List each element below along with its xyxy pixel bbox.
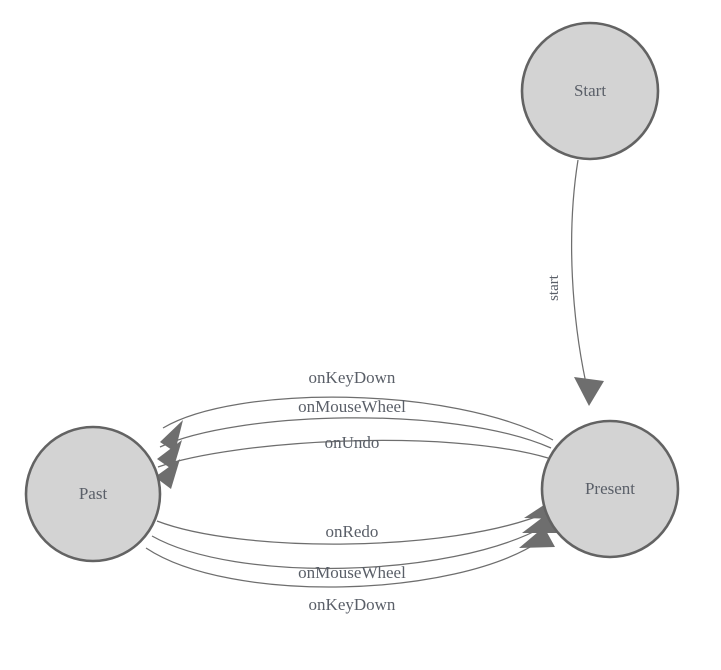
edge-onredo-path — [156, 512, 547, 545]
node-present-circle — [540, 419, 680, 559]
edge-onkeydown-up-label: onKeyDown — [309, 368, 396, 387]
edge-onundo-path — [157, 439, 549, 468]
node-past[interactable]: Past — [24, 425, 162, 563]
edge-onkeydown-dn-label: onKeyDown — [309, 595, 396, 614]
edge-onmousewheel-up-label: onMouseWheel — [298, 397, 406, 416]
edge-start-label: start — [546, 274, 562, 301]
node-past-circle — [24, 425, 162, 563]
node-present-label: Present — [585, 479, 635, 498]
edge-onmousewheel-up[interactable]: onMouseWheel — [157, 397, 552, 470]
edge-onredo-label: onRedo — [326, 522, 379, 541]
edge-onkeydown-dn-path — [145, 540, 541, 588]
edge-start[interactable]: start — [546, 159, 604, 406]
edge-onkeydown-dn[interactable]: onKeyDown — [145, 527, 555, 614]
node-past-label: Past — [79, 484, 108, 503]
edge-onredo[interactable]: onRedo — [156, 501, 558, 545]
edge-start-arrowhead — [574, 377, 604, 406]
edge-onundo[interactable]: onUndo — [155, 433, 549, 489]
edge-onundo-arrowhead — [155, 459, 180, 489]
node-present[interactable]: Present — [540, 419, 680, 559]
edge-onkeydown-up-path — [162, 396, 554, 441]
edge-onmousewheel-dn-path — [151, 526, 544, 570]
edge-onmousewheel-up-path — [159, 417, 552, 449]
edge-group: start onKeyDown onMouseWheel onUndo — [145, 159, 604, 614]
edge-onmousewheel-dn-label: onMouseWheel — [298, 563, 406, 582]
edge-onmousewheel-up-arrowhead — [157, 440, 182, 470]
node-start-circle — [520, 21, 660, 161]
edge-start-path — [570, 159, 588, 389]
edge-onkeydown-dn-arrowhead — [519, 527, 555, 548]
node-start[interactable]: Start — [520, 21, 660, 161]
edge-onundo-label: onUndo — [325, 433, 380, 452]
node-group: Start Past Present — [24, 21, 680, 563]
node-start-label: Start — [574, 81, 606, 100]
